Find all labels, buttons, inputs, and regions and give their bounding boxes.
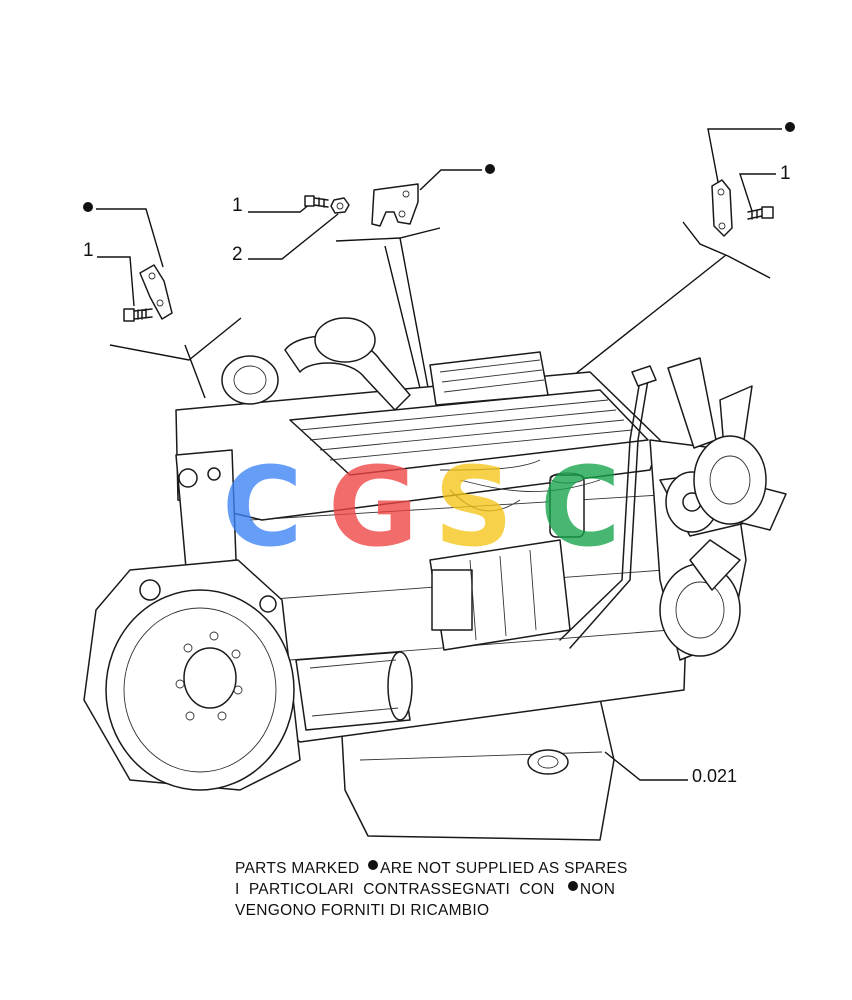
watermark-letter-c1: C [222, 443, 303, 571]
nut-center [330, 197, 350, 214]
part-ref-center-1: 1 [232, 195, 243, 216]
footnote-line-2-end: NON [579, 881, 616, 898]
intake-hose [284, 335, 411, 411]
part-ref-left-1: 1 [83, 240, 94, 261]
part-ref-center-2: 2 [232, 244, 243, 265]
engine-illustration: 0.021 [83, 317, 787, 841]
right-callout-group: 1 [554, 122, 795, 391]
crank-pulley [659, 563, 741, 657]
not-supplied-marker-right [785, 122, 795, 132]
watermark-letter-g: G [328, 443, 418, 571]
bolt-right [747, 206, 774, 220]
left-callout-group: 1 [83, 202, 242, 399]
bracket-left [139, 264, 173, 320]
cgsc-watermark: C G S C [222, 443, 621, 571]
watermark-letter-c2: C [540, 443, 621, 571]
bolt-left [123, 308, 153, 322]
cooling-fan [667, 357, 787, 591]
bolt-center [304, 195, 329, 208]
spares-footnote: PARTS MARKED ARE NOT SUPPLIED AS SPARES … [235, 858, 628, 921]
bracket-center [371, 183, 419, 227]
not-supplied-marker-center [485, 164, 495, 174]
watermark-letter-s: S [434, 443, 513, 571]
bracket-right [711, 179, 733, 237]
center-callout-group: 1 2 [232, 164, 495, 442]
not-supplied-marker-left [83, 202, 93, 212]
part-ref-right-1: 1 [780, 163, 791, 184]
footnote-line-2: I PARTICOLARI CONTRASSEGNATI CON NON [235, 879, 628, 900]
footnote-line-1-start: PARTS MARKED [235, 860, 365, 877]
fuel-filter [549, 474, 585, 538]
footnote-line-1-end: ARE NOT SUPPLIED AS SPARES [380, 860, 628, 877]
footnote-line-2-start: I PARTICOLARI CONTRASSEGNATI CON [235, 881, 564, 898]
engine-ref-label: 0.021 [692, 766, 737, 786]
footnote-line-3: VENGONO FORNITI DI RICAMBIO [235, 902, 490, 919]
footnote-line-1: PARTS MARKED ARE NOT SUPPLIED AS SPARES [235, 858, 628, 879]
dipstick-tube [559, 379, 641, 641]
starter-motor [295, 651, 411, 731]
bullet-marker-icon [567, 881, 578, 891]
bullet-marker-icon [368, 860, 379, 870]
